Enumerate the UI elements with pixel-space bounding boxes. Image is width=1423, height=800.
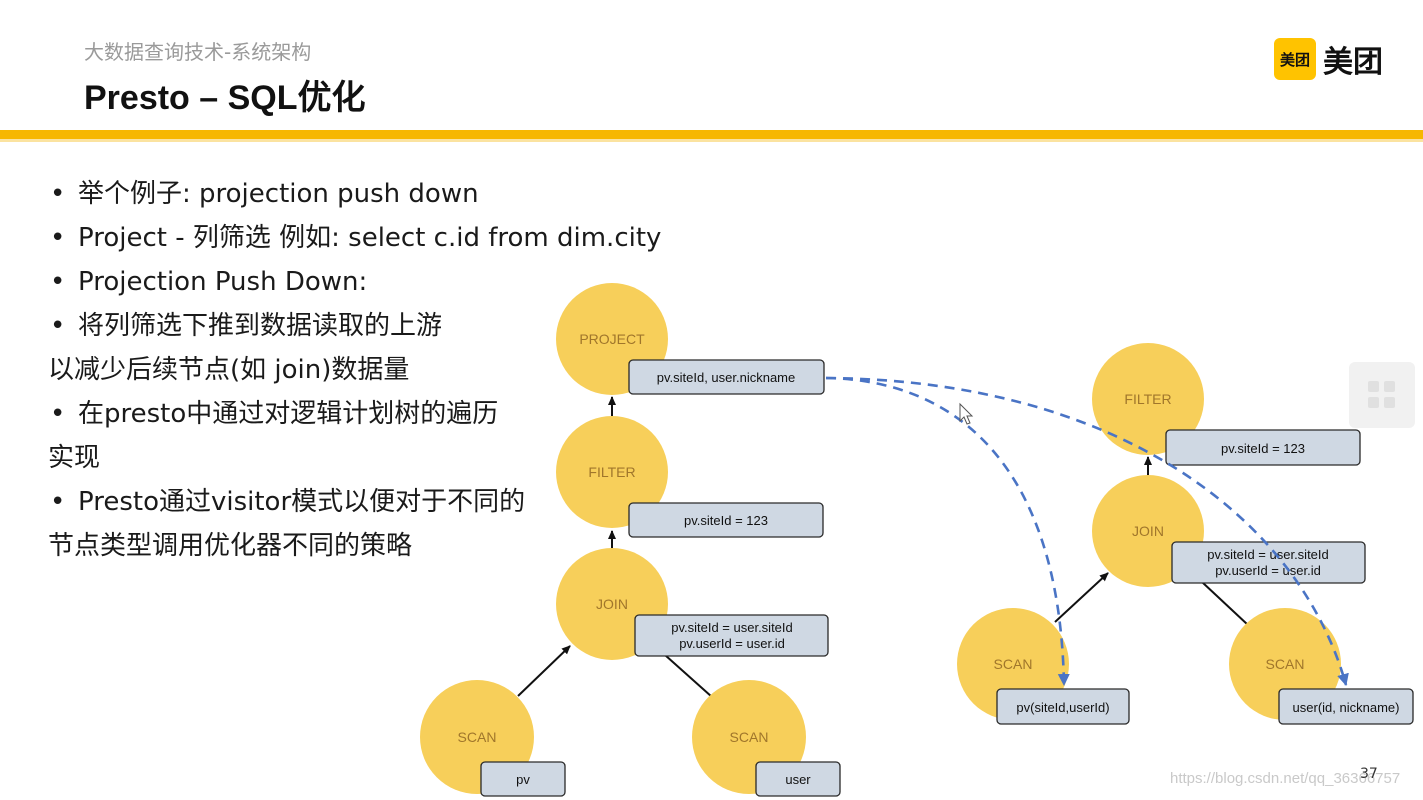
- logo-badge: 美团: [1274, 38, 1316, 80]
- bullet-line: •Projection Push Down:: [50, 267, 368, 297]
- scan-node-label: SCAN: [994, 656, 1033, 672]
- filter-node: FILTER: [556, 416, 668, 528]
- scan-table-text: user: [785, 772, 811, 787]
- source-watermark: https://blog.csdn.net/qq_36366757: [1170, 770, 1401, 787]
- pushdown-arrow-to-pv: [825, 376, 1070, 686]
- bullet-line-continuation: 以减少后续节点(如 join)数据量: [48, 355, 410, 385]
- join-condition-text: pv.siteId = user.siteId: [1207, 547, 1329, 562]
- scan-table-box-user: user: [755, 761, 841, 797]
- filter-condition-box: pv.siteId = 123: [628, 502, 824, 538]
- bullet-line: •Presto通过visitor模式以便对于不同的: [50, 487, 526, 517]
- join-condition-text: pv.userId = user.id: [679, 636, 785, 651]
- scan-table-text: pv: [516, 772, 530, 787]
- grid-icon: [1384, 381, 1395, 392]
- grid-icon: [1384, 397, 1395, 408]
- bullet-line: •Project - 列筛选 例如: select c.id from dim.…: [50, 223, 662, 253]
- filter-node-label: FILTER: [1124, 391, 1171, 407]
- bullet-line-continuation: 节点类型调用优化器不同的策略: [48, 531, 413, 561]
- scan-node-label: SCAN: [730, 729, 769, 745]
- page-number: 37: [1360, 766, 1378, 782]
- filter-condition-text: pv.siteId = 123: [1221, 441, 1305, 456]
- bullet-line: •将列筛选下推到数据读取的上游: [50, 311, 443, 341]
- scan-table-text: pv(siteId,userId): [1016, 700, 1109, 715]
- project-columns-box: pv.siteId, user.nickname: [628, 359, 825, 395]
- grid-icon: [1368, 381, 1379, 392]
- edge-scan-to-join: [1054, 572, 1109, 623]
- bullet-line: •在presto中通过对逻辑计划树的遍历: [50, 399, 499, 429]
- project-node-label: PROJECT: [579, 331, 645, 347]
- join-node-label: JOIN: [596, 596, 628, 612]
- join-node-label: JOIN: [1132, 523, 1164, 539]
- logo-text: 美团: [1323, 45, 1383, 80]
- scan-table-box-pv: pv: [480, 761, 566, 797]
- scan-node-label: SCAN: [458, 729, 497, 745]
- header-accent-bar: [0, 130, 1423, 139]
- filter-node-label: FILTER: [588, 464, 635, 480]
- bullet-line: •举个例子: projection push down: [50, 179, 479, 209]
- grid-menu-button[interactable]: [1349, 362, 1415, 428]
- grid-icon: [1368, 397, 1379, 408]
- join-condition-box: pv.siteId = user.siteId pv.userId = user…: [634, 614, 829, 657]
- filter-condition-text: pv.siteId = 123: [684, 513, 768, 528]
- bullet-list: •举个例子: projection push down •Project - 列…: [48, 172, 662, 568]
- meituan-logo: 美团 美团: [1274, 38, 1383, 80]
- join-condition-text: pv.siteId = user.siteId: [671, 620, 793, 635]
- project-columns-text: pv.siteId, user.nickname: [657, 370, 796, 385]
- join-condition-text: pv.userId = user.id: [1215, 563, 1321, 578]
- edge-join-to-scan-user: [664, 654, 713, 698]
- edge-join-to-scan-user: [1201, 581, 1249, 626]
- mouse-cursor-icon: [959, 402, 974, 425]
- scan-table-box-pv: pv(siteId,userId): [996, 688, 1130, 725]
- header-accent-shadow: [0, 139, 1423, 142]
- section-subtitle: 大数据查询技术-系统架构: [84, 40, 312, 64]
- scan-table-text: user(id, nickname): [1293, 700, 1400, 715]
- slide-title: Presto – SQL优化: [84, 79, 366, 117]
- edge-scan-to-join: [517, 645, 571, 697]
- filter-node: FILTER: [1092, 343, 1204, 455]
- scan-node-label: SCAN: [1266, 656, 1305, 672]
- filter-condition-box: pv.siteId = 123: [1165, 429, 1361, 466]
- join-condition-box: pv.siteId = user.siteId pv.userId = user…: [1171, 541, 1366, 584]
- scan-table-box-user: user(id, nickname): [1278, 688, 1414, 725]
- bullet-line-continuation: 实现: [48, 443, 101, 473]
